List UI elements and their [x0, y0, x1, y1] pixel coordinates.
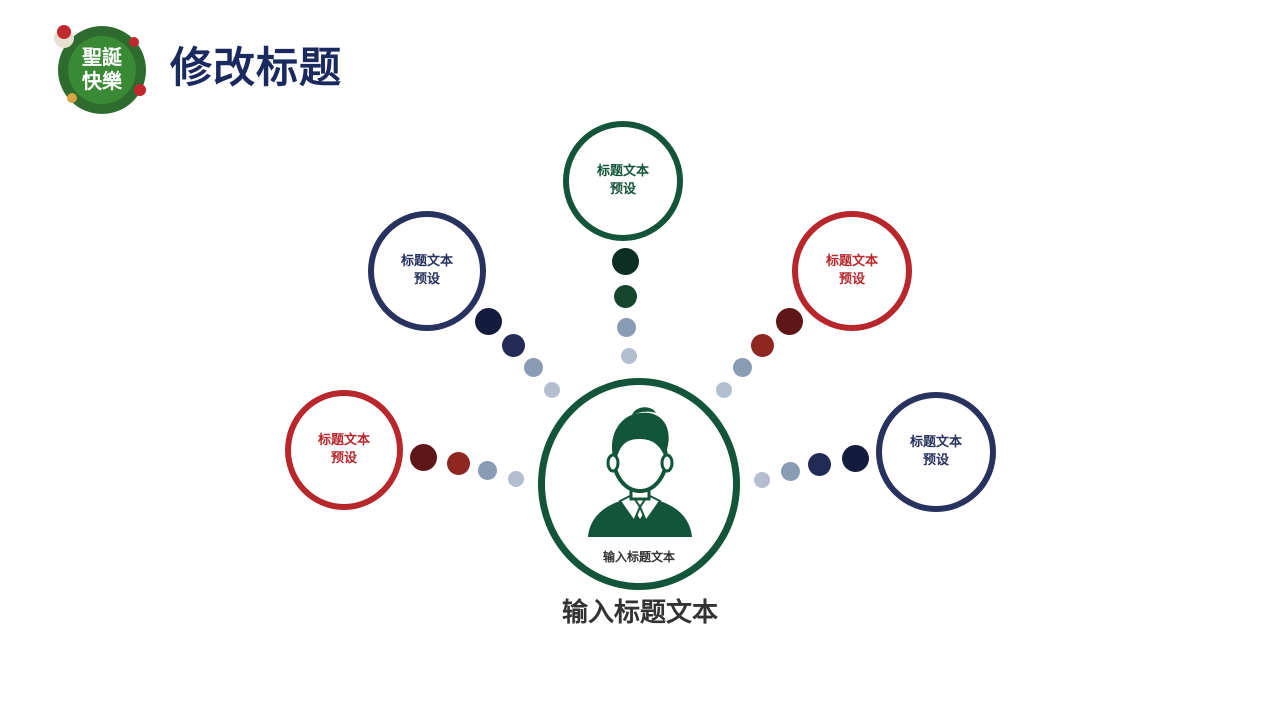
center-inner-label: 输入标题文本: [602, 550, 675, 564]
node-label: 标题文本 预设: [400, 254, 453, 287]
person-icon: [588, 407, 692, 537]
center-caption: 输入标题文本: [561, 598, 718, 628]
node-left: 标题文本 预设: [285, 390, 403, 510]
node-label: 标题文本 预设: [317, 433, 370, 466]
node-label: 标题文本 预设: [825, 254, 878, 287]
svg-text:聖誕: 聖誕: [82, 45, 122, 69]
christmas-wreath-logo: 聖誕 快樂: [52, 20, 152, 115]
node-top: 标题文本 预设: [563, 121, 683, 241]
page-title: 修改标题: [170, 43, 343, 92]
node-upper-right: 标题文本 预设: [792, 211, 912, 331]
center-node: 输入标题文本: [538, 378, 740, 590]
node-upper-left: 标题文本 预设: [368, 211, 486, 331]
node-label: 标题文本 预设: [909, 435, 962, 468]
node-right: 标题文本 预设: [876, 392, 996, 512]
svg-text:快樂: 快樂: [82, 69, 123, 93]
node-label: 标题文本 预设: [596, 164, 649, 197]
